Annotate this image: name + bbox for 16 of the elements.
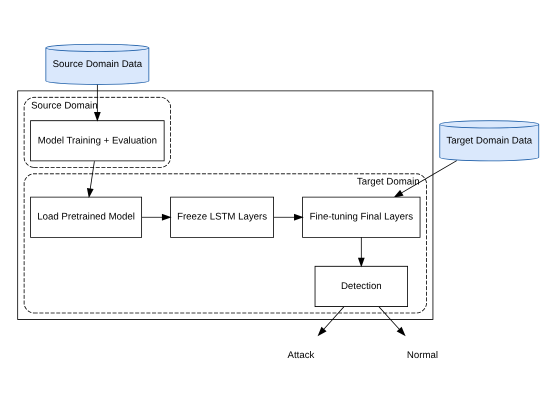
node-box: Freeze LSTM Layers: [170, 196, 274, 238]
node-text: Attack: [288, 350, 314, 361]
arrow: [86, 160, 95, 198]
node-box: Fine-tuning Final Layers: [302, 196, 420, 238]
arrow: [378, 306, 406, 336]
arrow: [318, 306, 344, 336]
node-text: Normal: [406, 350, 438, 361]
cluster: [17, 90, 434, 320]
arrow: [94, 84, 101, 122]
arrow: [358, 236, 365, 267]
arrow: [273, 213, 304, 220]
node-box: Detection: [314, 265, 408, 306]
node-box: Load Pretrained Model: [30, 196, 142, 238]
node-box: Model Training + Evaluation: [30, 120, 165, 161]
arrow: [393, 160, 458, 198]
arrow: [141, 213, 172, 220]
